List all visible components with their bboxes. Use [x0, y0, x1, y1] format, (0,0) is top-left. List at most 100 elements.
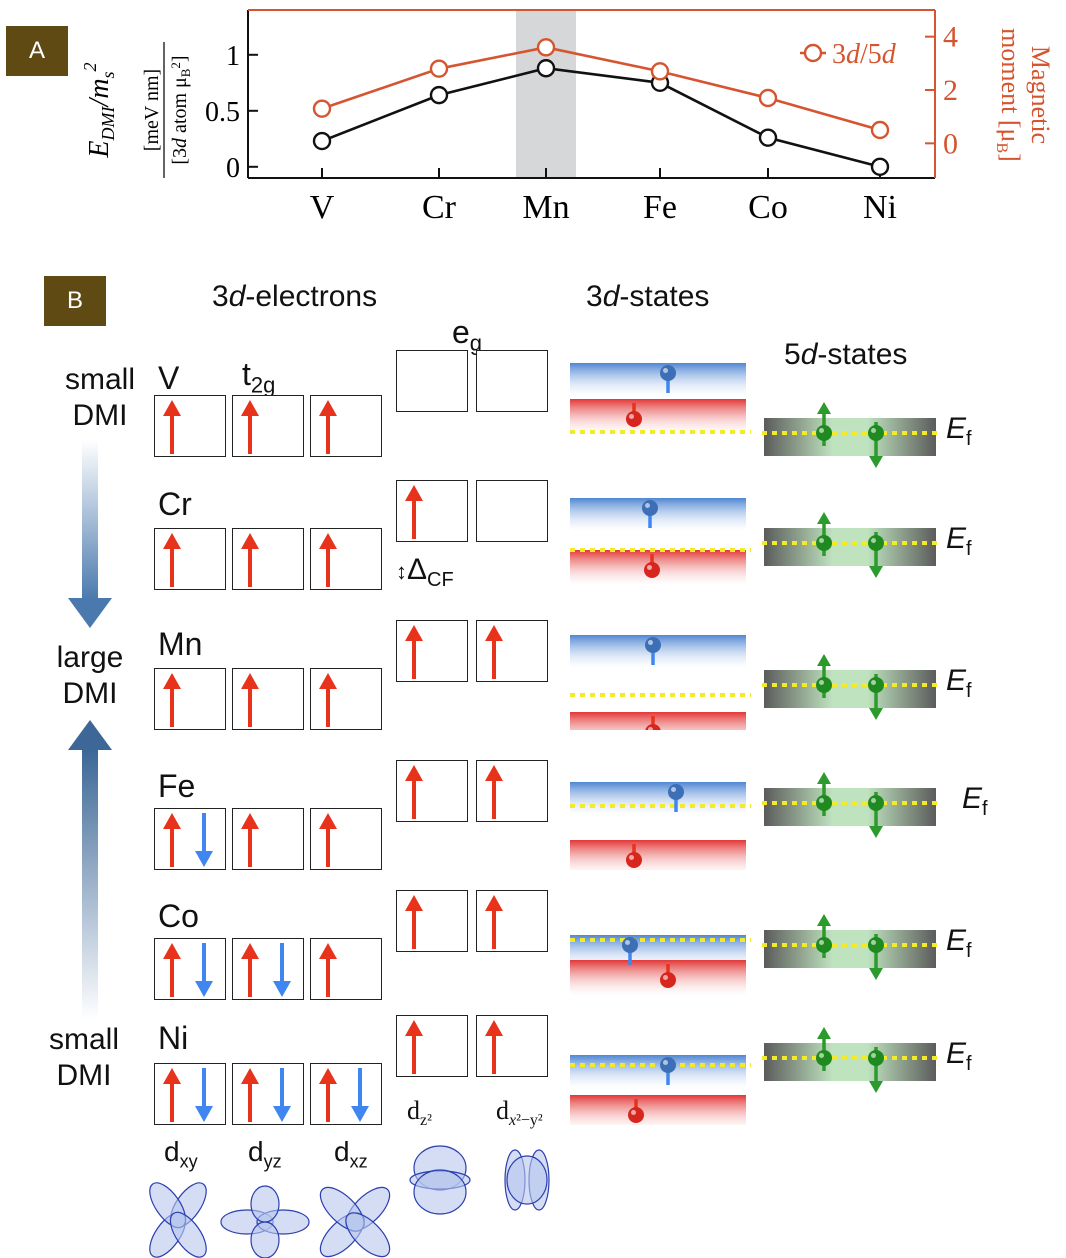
- eg-orbital-box: [396, 620, 468, 682]
- header-3d-electrons: 3d-electrons: [212, 280, 378, 313]
- orbital-dz2-icon: [409, 1145, 471, 1215]
- x-tick-label: Ni: [863, 189, 897, 226]
- x-tick-label: Co: [748, 189, 788, 226]
- fermi-level-label: Ef: [946, 1037, 972, 1075]
- t2g-orbital-box: [310, 668, 382, 730]
- band-3d-states: [568, 890, 753, 1000]
- header-5d-states: 5d-states: [784, 338, 908, 371]
- t2g-orbital-box: [154, 808, 226, 870]
- series-line-1: [321, 46, 881, 132]
- right-tick-label: 4: [943, 21, 958, 54]
- eg-orbital-box: [476, 1015, 548, 1077]
- eg-orbital-box: [396, 480, 468, 542]
- band-5d-states: [762, 400, 942, 470]
- orbital-label-dxy: dxy: [164, 1136, 198, 1172]
- band-3d-states: [568, 1015, 753, 1131]
- t2g-label: t2g: [242, 356, 276, 398]
- band-5d-states: [762, 770, 942, 840]
- band-3d-states: [568, 355, 753, 465]
- x-tick-label: Cr: [422, 189, 457, 226]
- element-symbol-fe: Fe: [158, 768, 196, 804]
- fermi-level-label: Ef: [946, 522, 972, 560]
- eg-orbital-box: [396, 350, 468, 412]
- t2g-orbital-box: [310, 938, 382, 1000]
- orbital-label-dyz: dyz: [248, 1136, 282, 1172]
- t2g-orbital-box: [310, 1063, 382, 1125]
- band-5d-states: [762, 912, 942, 982]
- x-tick-label: Mn: [522, 189, 569, 226]
- dmi-increase-arrow-down: [68, 440, 112, 628]
- right-axis-title-line1: Magnetic: [1026, 46, 1055, 144]
- orbital-dxy-icon: [149, 1182, 207, 1258]
- orbital-label-dx2y2: dx²−y²: [496, 1096, 543, 1130]
- series-point-0: [758, 128, 778, 147]
- t2g-orbital-box: [310, 528, 382, 590]
- element-symbol-ni: Ni: [158, 1020, 189, 1056]
- band-3d-states: [568, 620, 753, 748]
- x-tick-label: V: [310, 189, 335, 226]
- eg-orbital-box: [476, 350, 548, 412]
- eg-orbital-box: [396, 890, 468, 952]
- left-axis-title: EDMI/ms2: [80, 62, 118, 158]
- series-point-1: [312, 99, 332, 118]
- dmi-increase-arrow-up: [68, 720, 112, 1020]
- right-tick-label: 2: [943, 74, 958, 107]
- band-5d-states: [762, 652, 942, 722]
- series-point-0: [312, 131, 332, 151]
- crystal-field-splitting: ↕ΔCF: [396, 553, 454, 591]
- t2g-orbital-box: [310, 808, 382, 870]
- eg-orbital-box: [476, 480, 548, 542]
- band-3d-states: [568, 480, 753, 590]
- legend-marker: [803, 43, 823, 63]
- series-point-0: [429, 85, 449, 105]
- t2g-orbital-box: [232, 808, 304, 870]
- orbital-label-dxz: dxz: [334, 1136, 368, 1172]
- eg-orbital-box: [396, 760, 468, 822]
- left-tick-label: 0.5: [205, 97, 240, 128]
- series-point-0: [870, 157, 890, 177]
- band-5d-states: [762, 1025, 942, 1095]
- t2g-orbital-box: [154, 938, 226, 1000]
- eg-orbital-box: [476, 890, 548, 952]
- left-tick-label: 1: [226, 41, 240, 72]
- highlight-band: [516, 10, 576, 178]
- left-axis-unit-bottom: [3d atom μB2]: [168, 55, 193, 164]
- element-symbol-co: Co: [158, 898, 199, 934]
- element-symbol-mn: Mn: [158, 626, 203, 662]
- t2g-orbital-box: [232, 1063, 304, 1125]
- fermi-level-label: Ef: [946, 664, 972, 702]
- left-tick-label: 0: [226, 153, 240, 184]
- eg-orbital-box: [396, 1015, 468, 1077]
- eg-label: eg: [452, 314, 483, 356]
- t2g-orbital-box: [310, 395, 382, 457]
- series-point-1: [429, 59, 449, 78]
- eg-orbital-box: [476, 620, 548, 682]
- orbital-label-dz2: dz²: [407, 1096, 432, 1130]
- series-point-1: [536, 38, 556, 57]
- band-5d-states: [762, 510, 942, 580]
- series-point-1: [870, 120, 890, 140]
- series-point-0: [536, 59, 556, 78]
- panel-b-label: B: [44, 276, 106, 326]
- fermi-level-label: Ef: [962, 782, 988, 820]
- band-3d-states: [568, 760, 753, 876]
- t2g-orbital-box: [232, 668, 304, 730]
- element-symbol-cr: Cr: [158, 486, 192, 522]
- legend-label: 3d/5d: [832, 39, 897, 70]
- element-symbol-v: V: [158, 360, 180, 396]
- header-3d-states: 3d-states: [586, 280, 710, 313]
- t2g-orbital-box: [154, 528, 226, 590]
- x-tick-label: Fe: [643, 189, 677, 226]
- t2g-orbital-box: [232, 395, 304, 457]
- series-point-1: [650, 62, 670, 81]
- orbital-dxz-icon: [319, 1186, 391, 1258]
- series-point-1: [758, 88, 778, 108]
- right-tick-label: 0: [943, 127, 958, 160]
- t2g-orbital-box: [154, 1063, 226, 1125]
- t2g-orbital-box: [154, 395, 226, 457]
- t2g-orbital-box: [232, 938, 304, 1000]
- panel-a-label: A: [6, 26, 68, 76]
- t2g-orbital-box: [154, 668, 226, 730]
